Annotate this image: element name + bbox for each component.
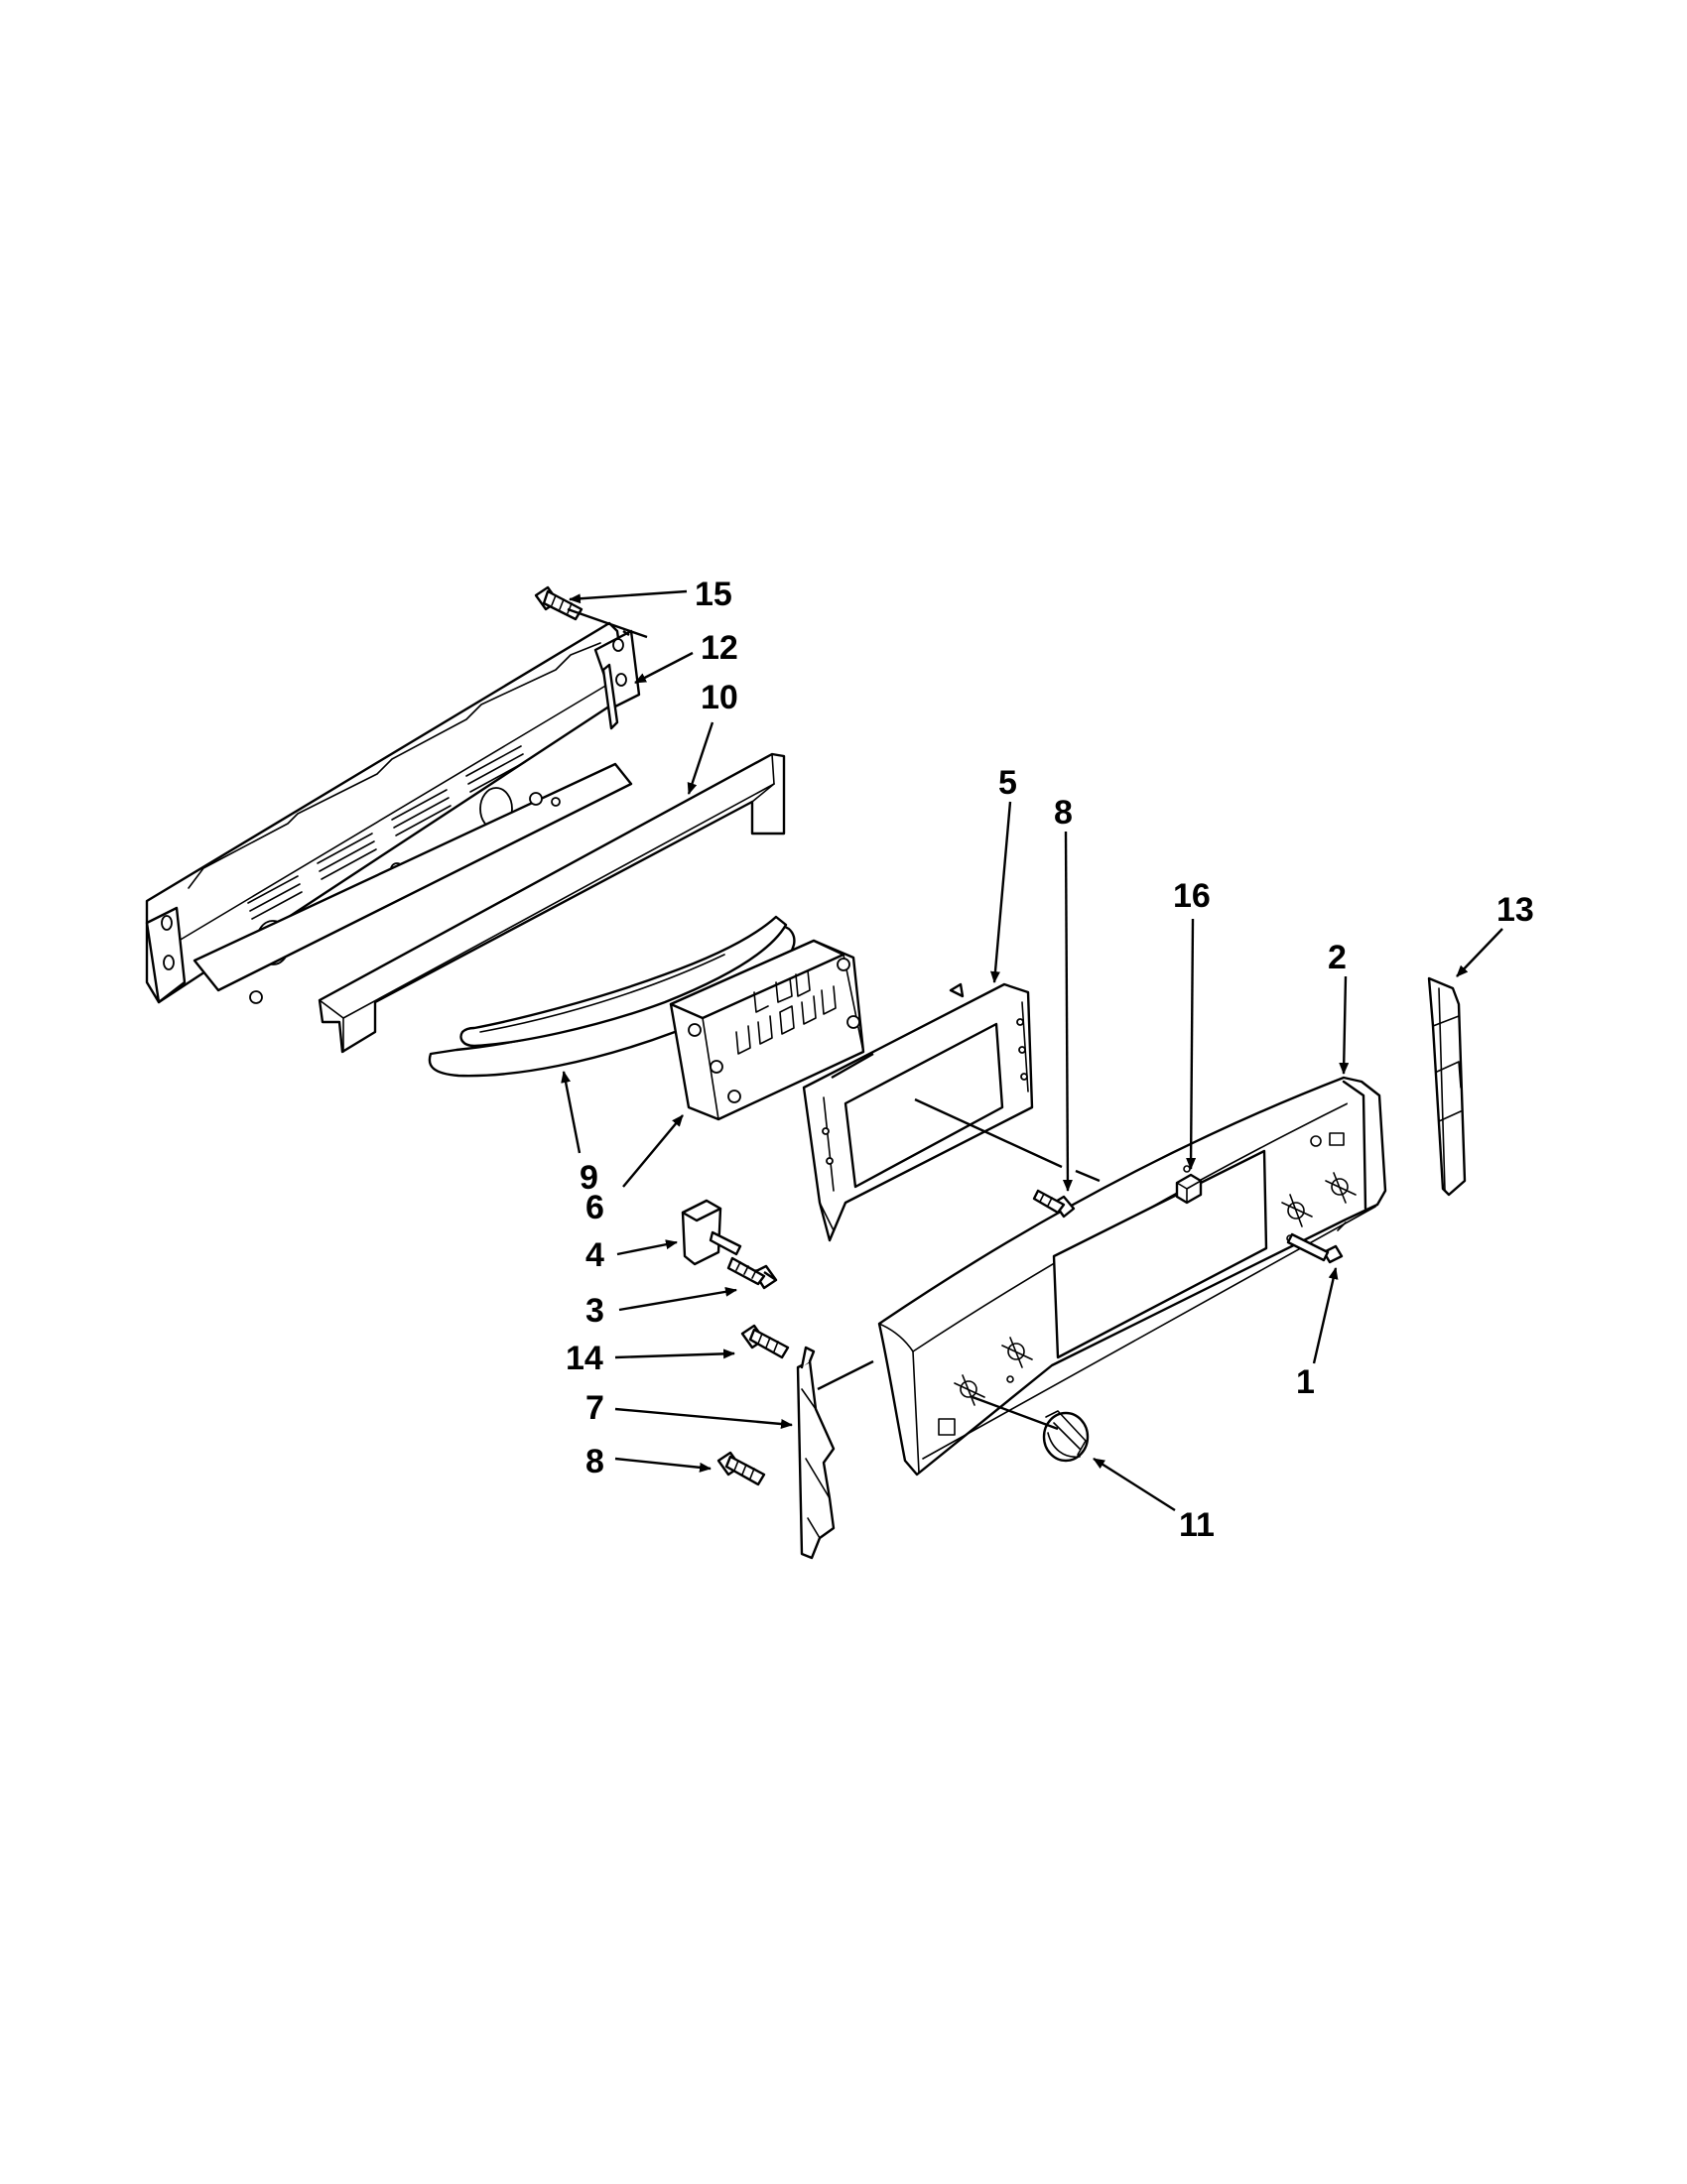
- trim-channel: [318, 752, 786, 1054]
- display-bracket: [802, 982, 1034, 1242]
- callout-2: 2: [1328, 939, 1347, 976]
- electronic-control-board: [669, 939, 865, 1121]
- rear-bracket-plate: [145, 621, 641, 1004]
- assembly-guide-lines: [567, 607, 1101, 1431]
- arrow-8-lower: [614, 1457, 712, 1473]
- callout-10: 10: [701, 679, 738, 716]
- screw-3: [726, 1256, 778, 1290]
- screw-8-lower: [716, 1451, 766, 1486]
- callout-5: 5: [998, 764, 1017, 802]
- arrow-4: [616, 1239, 678, 1256]
- console-backguard: [877, 1076, 1387, 1477]
- screw-15: [534, 585, 584, 621]
- right-end-cap: [1427, 976, 1467, 1197]
- arrow-14: [614, 1349, 735, 1359]
- encoder-switch: [681, 1199, 742, 1266]
- callout-8-lower: 8: [585, 1443, 604, 1480]
- arrow-15: [569, 589, 688, 604]
- callout-16: 16: [1173, 877, 1211, 915]
- clip-16: [1175, 1173, 1203, 1205]
- arrow-7: [614, 1407, 793, 1429]
- callout-arrows: [561, 589, 1503, 1512]
- arrow-8-upper: [1062, 831, 1073, 1192]
- callout-14: 14: [566, 1340, 603, 1377]
- arrow-6: [622, 1114, 684, 1188]
- callout-13: 13: [1496, 891, 1534, 929]
- callout-11: 11: [1179, 1506, 1215, 1544]
- arrow-12: [634, 651, 694, 685]
- callout-8-upper: 8: [1054, 794, 1073, 832]
- callout-6: 6: [585, 1189, 604, 1226]
- arrow-11: [1093, 1457, 1176, 1512]
- callout-15: 15: [695, 576, 732, 613]
- arrow-10: [687, 721, 714, 795]
- callout-7: 7: [585, 1389, 604, 1427]
- arrow-13: [1456, 928, 1503, 977]
- knob: [1042, 1410, 1090, 1463]
- callout-9: 9: [580, 1159, 598, 1197]
- left-end-cap: [796, 1346, 836, 1560]
- callout-1: 1: [1296, 1363, 1315, 1401]
- screw-8-upper: [1032, 1189, 1076, 1219]
- arrow-1: [1312, 1267, 1339, 1364]
- callout-labels: 15 12 10 5 8 16 13 2 9 6 4 3 14 7 8 11 1: [566, 576, 1534, 1544]
- arrow-16: [1186, 918, 1197, 1170]
- arrow-5: [989, 801, 1012, 983]
- callout-4: 4: [585, 1236, 604, 1274]
- callout-12: 12: [701, 629, 738, 667]
- screw-14: [740, 1324, 790, 1359]
- callout-3: 3: [585, 1292, 604, 1330]
- arrow-2: [1339, 975, 1350, 1075]
- arrow-3: [618, 1286, 737, 1312]
- arrow-9: [561, 1071, 582, 1154]
- screw-1: [1286, 1232, 1344, 1264]
